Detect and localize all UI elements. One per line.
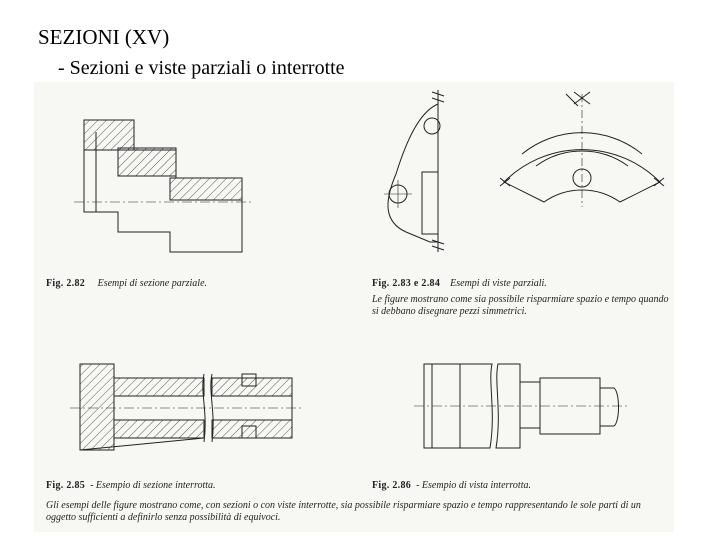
fig-2-85-label: Fig. 2.85 [46,480,86,491]
fig-2-83-paragraph: Le figure mostrano come sia possibile ri… [372,294,669,317]
fig-2-85-drawing [70,363,302,451]
fig-2-83-label: Fig. 2.83 e 2.84 [372,278,441,289]
fig-2-86-caption: Fig. 2.86 - Esempio di vista interrotta. [372,480,531,492]
fig-2-83-caption: Fig. 2.83 e 2.84 Esempi di viste parzial… [372,278,547,290]
fig-2-82-label: Fig. 2.82 [46,278,86,289]
slide-title: SEZIONI (XV) [38,25,170,49]
fig-2-82-caption: Fig. 2.82 Esempi di sezione parziale. [46,278,207,290]
fig-2-86-label: Fig. 2.86 [372,480,412,491]
fig-2-85-caption: Fig. 2.85 - Esempio di sezione interrott… [46,480,216,492]
bottom-paragraph: Gli esempi delle figure mostrano come, c… [46,500,641,523]
fig-2-83-drawing [384,90,445,252]
fig-2-86-drawing [414,363,630,449]
fig-2-82-text: Esempi di sezione parziale. [97,278,208,289]
technical-drawings [70,90,665,451]
fig-2-85-text: - Esempio di sezione interrotta. [90,480,216,491]
scanned-page: Fig. 2.82 Esempi di sezione parziale. Fi… [34,82,674,532]
fig-2-86-text: - Esempio di vista interrotta. [416,480,531,491]
fig-2-83-text: Esempi di viste parziali. [450,278,547,289]
slide-subtitle: - Sezioni e viste parziali o interrotte [58,57,345,79]
fig-2-82-drawing [74,119,254,253]
fig-2-84-drawing [499,91,665,207]
